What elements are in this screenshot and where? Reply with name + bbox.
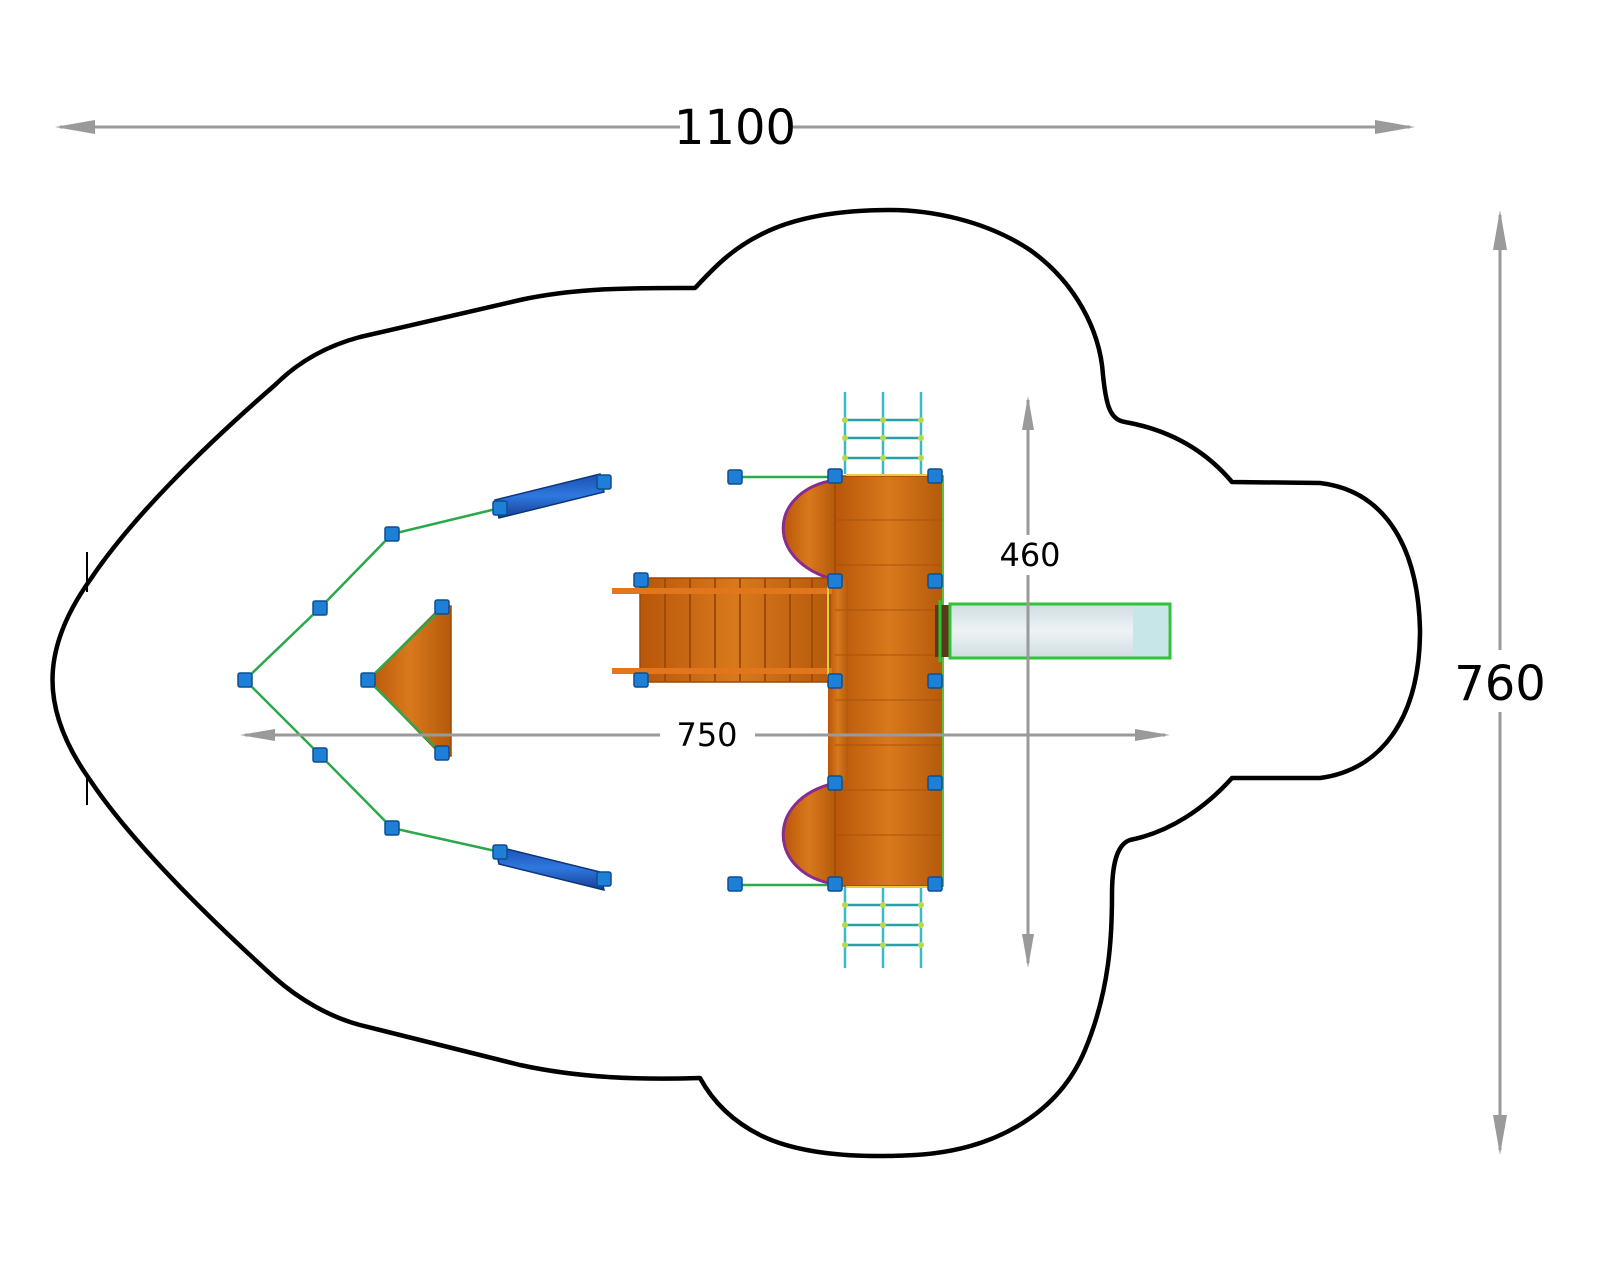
- hull-rope-lower: [244, 679, 501, 854]
- main-tower-deck: [828, 474, 944, 888]
- post: [384, 526, 400, 542]
- bow-rope-upper: [367, 607, 443, 681]
- post: [633, 672, 649, 688]
- bow-rope-lower: [367, 679, 443, 755]
- post: [827, 573, 843, 589]
- post: [927, 876, 943, 892]
- roof-arc-top: [781, 478, 836, 582]
- dimension-overall-width: 1100: [55, 100, 1415, 156]
- post: [827, 775, 843, 791]
- post-markers: [237, 468, 943, 892]
- safety-zone-outline: [50, 207, 1423, 1159]
- post: [827, 876, 843, 892]
- climbing-net-top: [842, 392, 924, 474]
- post: [927, 673, 943, 689]
- climbing-net-bottom: [842, 886, 924, 968]
- post: [384, 820, 400, 836]
- post: [434, 745, 450, 761]
- post: [237, 672, 253, 688]
- playground-equipment: [237, 392, 1172, 968]
- dimension-equipment-length: 750: [240, 716, 1170, 754]
- post: [633, 572, 649, 588]
- hull-rope-upper: [244, 506, 501, 681]
- post: [596, 474, 612, 490]
- post: [727, 469, 743, 485]
- dimension-label-equipment-length: 750: [676, 716, 737, 754]
- dimension-label-overall-width: 1100: [674, 100, 796, 156]
- post: [927, 573, 943, 589]
- roof-arc-bottom: [781, 781, 836, 886]
- post: [827, 468, 843, 484]
- post: [827, 673, 843, 689]
- dimension-overall-depth: 760: [1454, 210, 1546, 1155]
- post: [360, 672, 376, 688]
- post: [312, 600, 328, 616]
- dimension-equipment-width: 460: [995, 396, 1065, 968]
- post: [927, 468, 943, 484]
- access-ramp: [612, 577, 832, 683]
- slide: [935, 600, 1172, 662]
- post: [492, 844, 508, 860]
- dimension-label-equipment-width: 460: [999, 536, 1060, 574]
- post: [727, 876, 743, 892]
- post: [492, 500, 508, 516]
- post: [312, 747, 328, 763]
- post: [434, 599, 450, 615]
- post: [927, 775, 943, 791]
- dimension-label-overall-depth: 760: [1454, 656, 1546, 712]
- post: [596, 871, 612, 887]
